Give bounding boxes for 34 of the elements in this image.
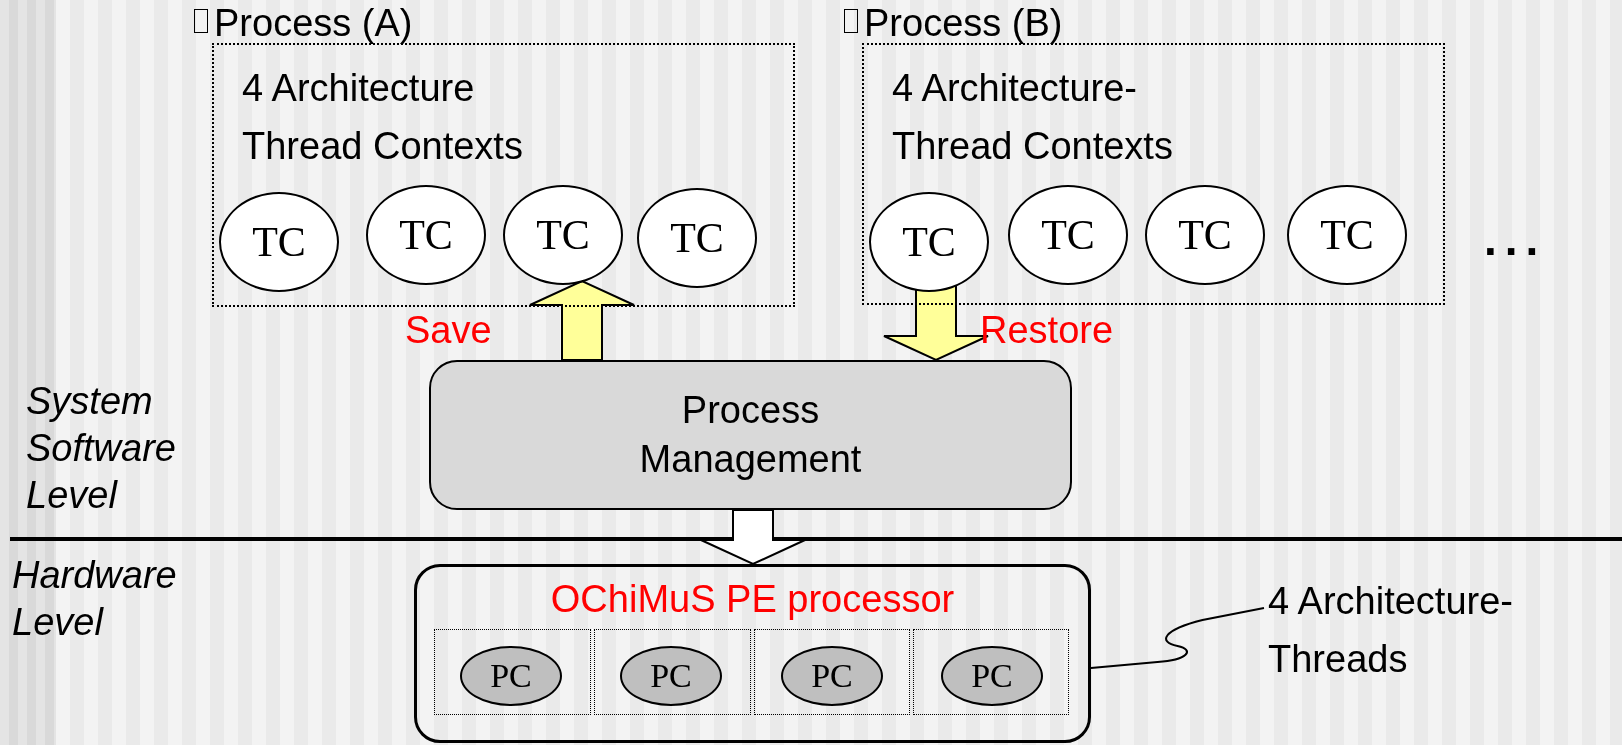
annotation-text: 4 Architecture- Threads: [1268, 572, 1608, 697]
thread-slot-box: [594, 629, 751, 715]
node-label: TC: [1178, 214, 1232, 256]
processor-title: OChiMuS PE processor: [549, 577, 956, 621]
level-label: Hardware Level: [12, 553, 178, 646]
level-label: System Software Level: [26, 379, 177, 519]
group-title: Process (A): [214, 1, 413, 45]
thread-slot-box: [434, 629, 591, 715]
group-description: 4 Architecture Thread Contexts: [242, 66, 524, 169]
group-description: 4 Architecture- Thread Contexts: [892, 66, 1174, 169]
thread-slot-box: [754, 629, 910, 715]
node-label: PC: [650, 659, 692, 693]
node-label: TC: [670, 217, 724, 259]
processor-box: [414, 564, 1091, 743]
node-label: TC: [1041, 214, 1095, 256]
edge-label: Restore: [980, 308, 1114, 353]
ellipsis-text: ...: [1484, 212, 1548, 267]
node-label: TC: [252, 221, 306, 263]
leader-line: [1090, 607, 1265, 669]
block-arrow: [529, 279, 635, 361]
group-title: Process (B): [864, 1, 1063, 45]
node-label: TC: [902, 221, 956, 263]
node-label: Process Management: [638, 387, 863, 482]
node-label: TC: [536, 214, 590, 256]
node-label: PC: [490, 659, 532, 693]
edge-label: Save: [405, 308, 492, 353]
block-arrow: [883, 285, 989, 362]
block-arrow: [700, 509, 806, 566]
node-label: TC: [1320, 214, 1374, 256]
process-management-box: [429, 360, 1072, 510]
node-label: TC: [399, 214, 453, 256]
node-label: PC: [971, 659, 1013, 693]
thread-slot-box: [913, 629, 1069, 715]
node-label: PC: [811, 659, 853, 693]
